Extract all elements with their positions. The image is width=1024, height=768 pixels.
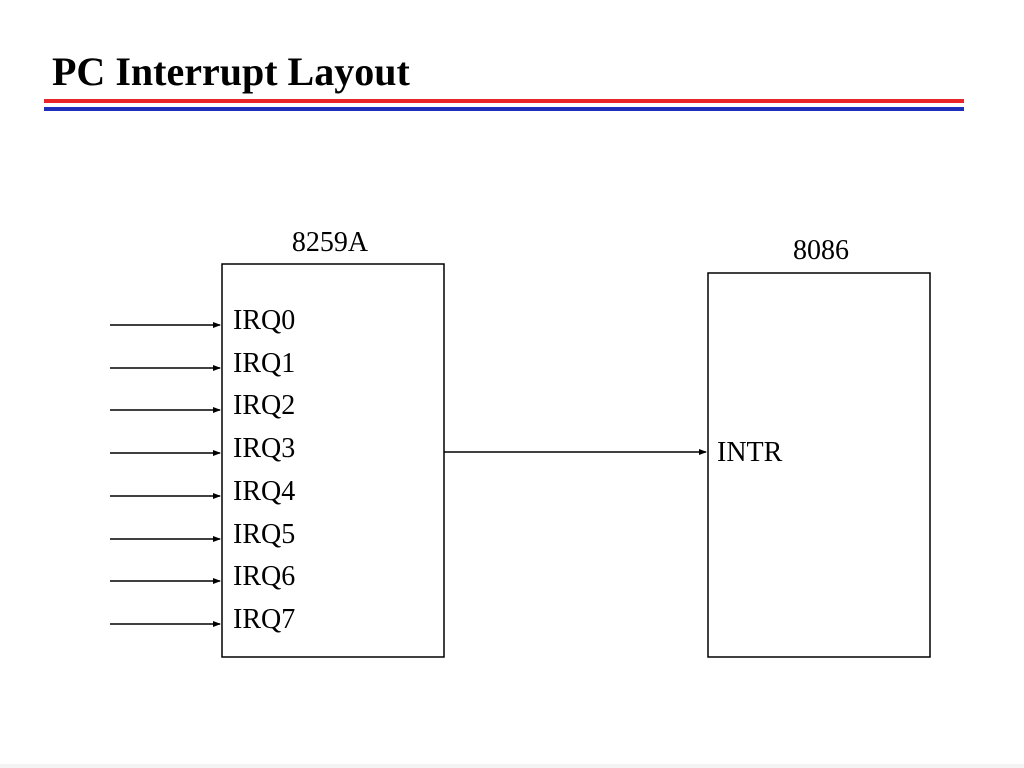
cpu-chip-box [707, 272, 931, 658]
irq-pin-label: IRQ7 [233, 604, 295, 635]
irq-pin-label: IRQ1 [233, 348, 295, 379]
pic-chip-label: 8259A [292, 227, 369, 258]
irq-lines [110, 322, 221, 627]
slide-title: PC Interrupt Layout [52, 49, 410, 94]
pic-chip-box [221, 263, 445, 658]
footer-band [0, 764, 1024, 768]
irq-pin-label: IRQ2 [233, 390, 295, 421]
intr-pin-label: INTR [717, 437, 783, 468]
cpu-chip-label: 8086 [793, 235, 849, 266]
title-rule-red [44, 99, 964, 103]
title-rule-blue [44, 107, 964, 111]
irq-pin-label: IRQ0 [233, 305, 295, 336]
irq-pin-label: IRQ3 [233, 433, 295, 464]
irq-pin-label: IRQ4 [233, 476, 295, 507]
irq-pin-label: IRQ5 [233, 519, 295, 550]
irq-pin-label: IRQ6 [233, 561, 295, 592]
